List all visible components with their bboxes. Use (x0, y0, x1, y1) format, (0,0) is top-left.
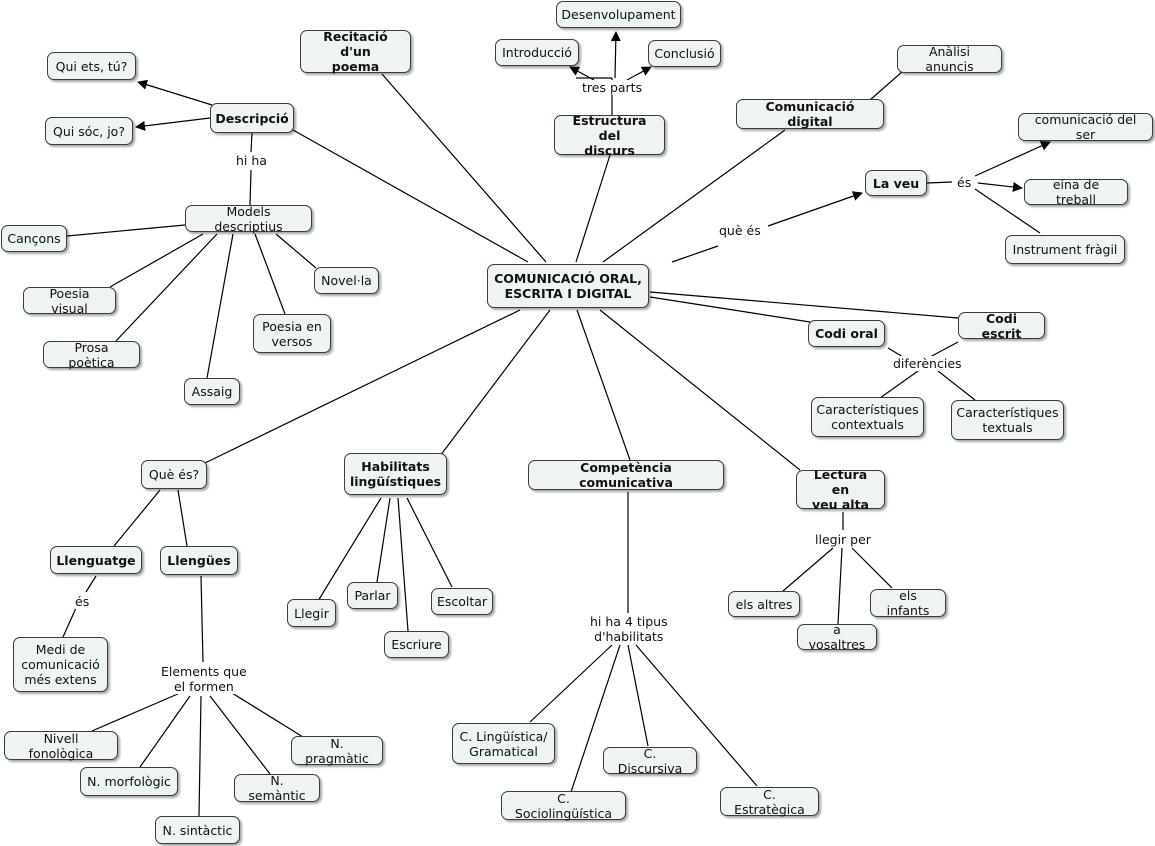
node-escoltar[interactable]: Escoltar (431, 588, 493, 615)
node-desenvolupament[interactable]: Desenvolupament (556, 1, 681, 28)
link-hi-ha-4: hi ha 4 tipus d'habilitats (588, 614, 670, 644)
link-es: és (955, 175, 974, 190)
node-poesia-visual[interactable]: Poesia visual (23, 286, 116, 316)
node-prosa-poetica[interactable]: Prosa poètica (43, 340, 140, 370)
node-n-morfologic[interactable]: N. morfològic (80, 767, 178, 796)
node-escriure[interactable]: Escriure (384, 631, 449, 658)
node-n-semantic[interactable]: N. semàntic (234, 773, 320, 803)
node-nivell-fonologica[interactable]: Nivell fonològica (4, 731, 118, 761)
node-competencia[interactable]: Competència comunicativa (528, 460, 724, 490)
node-n-sintactic[interactable]: N. sintàctic (155, 816, 240, 844)
node-codi-oral[interactable]: Codi oral (808, 320, 885, 347)
node-c-estrategica[interactable]: C. Estratègica (720, 787, 819, 817)
node-central[interactable]: COMUNICACIÓ ORAL, ESCRITA I DIGITAL (487, 264, 649, 308)
node-models[interactable]: Models descriptius (185, 204, 312, 234)
node-eina[interactable]: eina de treball (1024, 177, 1128, 207)
node-estructura[interactable]: Estructura del discurs (554, 113, 665, 158)
node-els-altres[interactable]: els altres (728, 591, 800, 617)
node-que-es[interactable]: Què és? (141, 460, 207, 489)
node-c-discursiva[interactable]: C. Discursiva (603, 746, 697, 776)
node-poesia-versos[interactable]: Poesia en versos (253, 314, 331, 353)
node-novela[interactable]: Novel·la (314, 267, 379, 294)
node-introduccio[interactable]: Introducció (495, 39, 579, 66)
node-llenguatge[interactable]: Llenguatge (50, 546, 142, 574)
node-c-linguistica[interactable]: C. Lingüística/ Gramatical (452, 723, 555, 764)
node-llengues[interactable]: Llengües (160, 546, 238, 575)
node-assaig[interactable]: Assaig (184, 378, 240, 405)
node-parlar[interactable]: Parlar (347, 582, 398, 609)
node-habilitats[interactable]: Habilitats lingüístiques (344, 453, 447, 495)
node-com-ser[interactable]: comunicació del ser (1018, 112, 1153, 142)
node-llegir[interactable]: Llegir (287, 599, 336, 627)
link-que-es: què és (717, 223, 763, 238)
node-recitacio[interactable]: Recitació d'un poema (300, 29, 411, 74)
node-cancons[interactable]: Cançons (1, 225, 67, 252)
node-n-pragmatic[interactable]: N. pragmàtic (291, 736, 383, 766)
link-es-2: és (73, 594, 92, 609)
node-com-digital[interactable]: Comunicació digital (736, 99, 884, 129)
node-els-infants[interactable]: els infants (870, 588, 946, 618)
node-la-veu[interactable]: La veu (865, 170, 927, 196)
node-descripcio[interactable]: Descripció (210, 103, 294, 133)
node-qui-ets[interactable]: Qui ets, tú? (47, 52, 136, 80)
node-car-contextuals[interactable]: Característiques contextuals (811, 397, 924, 437)
node-qui-soc[interactable]: Qui sóc, jo? (45, 117, 133, 145)
node-instrument[interactable]: Instrument fràgil (1005, 235, 1125, 264)
node-car-textuals[interactable]: Característiques textuals (951, 400, 1064, 440)
node-a-vosaltres[interactable]: a vosaltres (797, 622, 877, 652)
node-c-sociolinguistica[interactable]: C. Sociolingüística (501, 791, 626, 821)
link-hi-ha: hi ha (234, 153, 269, 168)
node-codi-escrit[interactable]: Codi escrit (958, 311, 1045, 341)
node-conclusio[interactable]: Conclusió (648, 40, 721, 67)
link-diferencies: diferències (891, 356, 964, 371)
link-llegir-per: llegir per (813, 532, 873, 547)
node-lectura[interactable]: Lectura en veu alta (796, 467, 885, 512)
link-elements: Elements que el formen (159, 664, 249, 694)
link-tres-parts: tres parts (580, 80, 645, 95)
node-analisi[interactable]: Anàlisi anuncis (897, 44, 1002, 74)
node-medi[interactable]: Medi de comunicació més extens (13, 637, 108, 692)
